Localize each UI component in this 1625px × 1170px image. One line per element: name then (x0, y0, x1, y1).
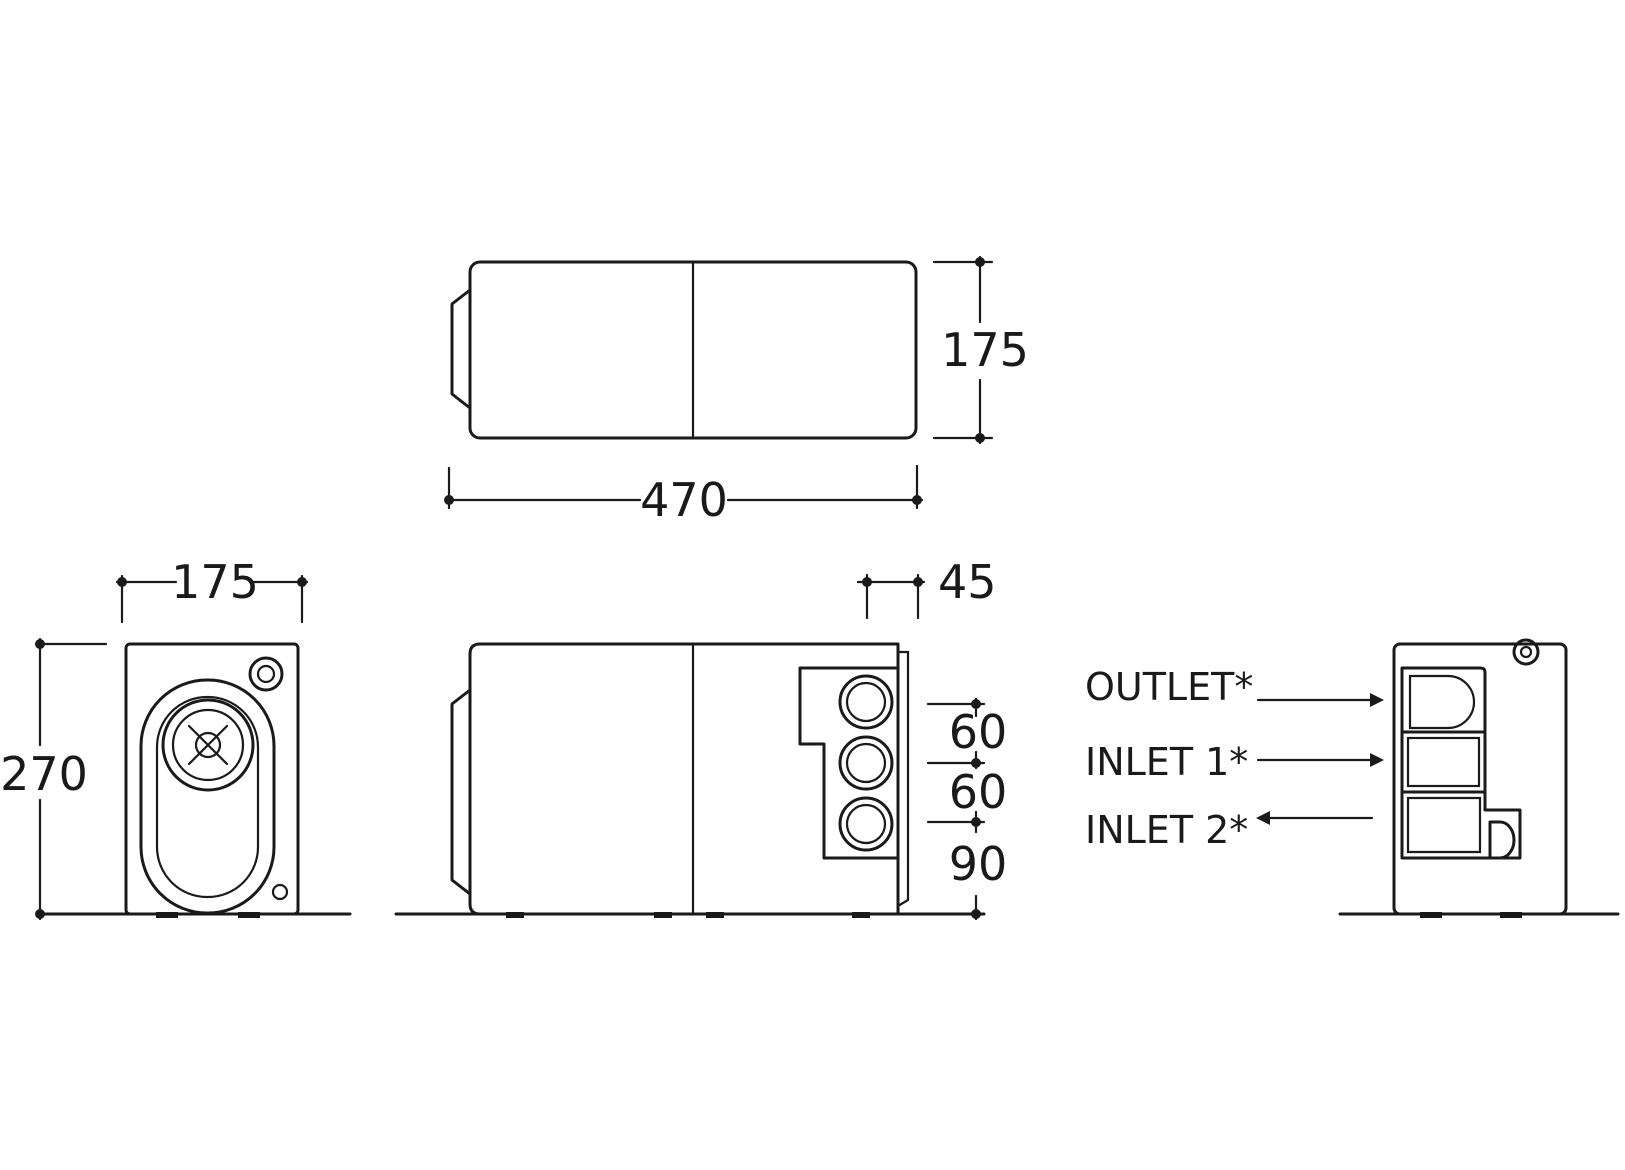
vent-knob-icon (248, 656, 284, 692)
front-window-inner (155, 695, 260, 899)
spacing-3-label: 90 (949, 837, 1008, 891)
top-length-dimension: 470 (444, 464, 924, 527)
end-inlet-1-block (1400, 730, 1487, 794)
top-height-label: 175 (941, 323, 1029, 377)
front-window-outer (139, 678, 276, 915)
port-spacing-dimension: 60 60 90 (926, 697, 1008, 921)
top-height-dimension: 175 (932, 255, 1029, 445)
front-height-dimension: 270 (0, 637, 108, 921)
drain-screw-icon (271, 883, 289, 901)
outlet-label: OUTLET* (1085, 665, 1253, 709)
front-width-label: 175 (171, 555, 259, 609)
front-width-dimension: 175 (115, 555, 309, 624)
end-outlet-port-icon (1408, 674, 1476, 730)
end-inlet-2-port-icon (1406, 796, 1482, 854)
top-view-cap (450, 288, 472, 410)
port-inlet-1-icon (838, 735, 894, 791)
port-outlet-icon (838, 674, 894, 730)
inlet-2-label: INLET 2* (1085, 808, 1248, 852)
connection-block (798, 666, 900, 860)
end-vent-knob-icon (1512, 638, 1540, 666)
end-view: OUTLET* INLET 1* INLET 2* (1085, 638, 1620, 918)
top-view: 175 470 (444, 255, 1029, 527)
end-drain-d-icon (1488, 820, 1516, 860)
spacing-1-label: 60 (949, 705, 1008, 759)
spacing-2-label: 60 (949, 765, 1008, 819)
top-length-label: 470 (640, 473, 728, 527)
end-outlet-block (1400, 666, 1487, 734)
front-height-label: 270 (0, 747, 88, 801)
side-view: 45 60 60 90 (394, 555, 1008, 921)
port-inlet-2-icon (838, 796, 894, 852)
inlet-1-arrowhead-icon (1370, 753, 1384, 767)
inlet-1-label: INLET 1* (1085, 740, 1248, 784)
inlet-2-arrowhead-icon (1256, 811, 1270, 825)
side-offset-dimension: 45 (856, 555, 997, 620)
side-view-cap (450, 688, 472, 896)
side-offset-label: 45 (938, 555, 997, 609)
end-inlet-2-block (1400, 790, 1522, 860)
front-view: 175 270 (0, 555, 352, 921)
filler-cap-icon (161, 698, 255, 792)
side-view-lip (896, 650, 910, 908)
side-view-body (468, 642, 900, 916)
outlet-arrowhead-icon (1370, 693, 1384, 707)
end-inlet-1-port-icon (1406, 736, 1481, 788)
